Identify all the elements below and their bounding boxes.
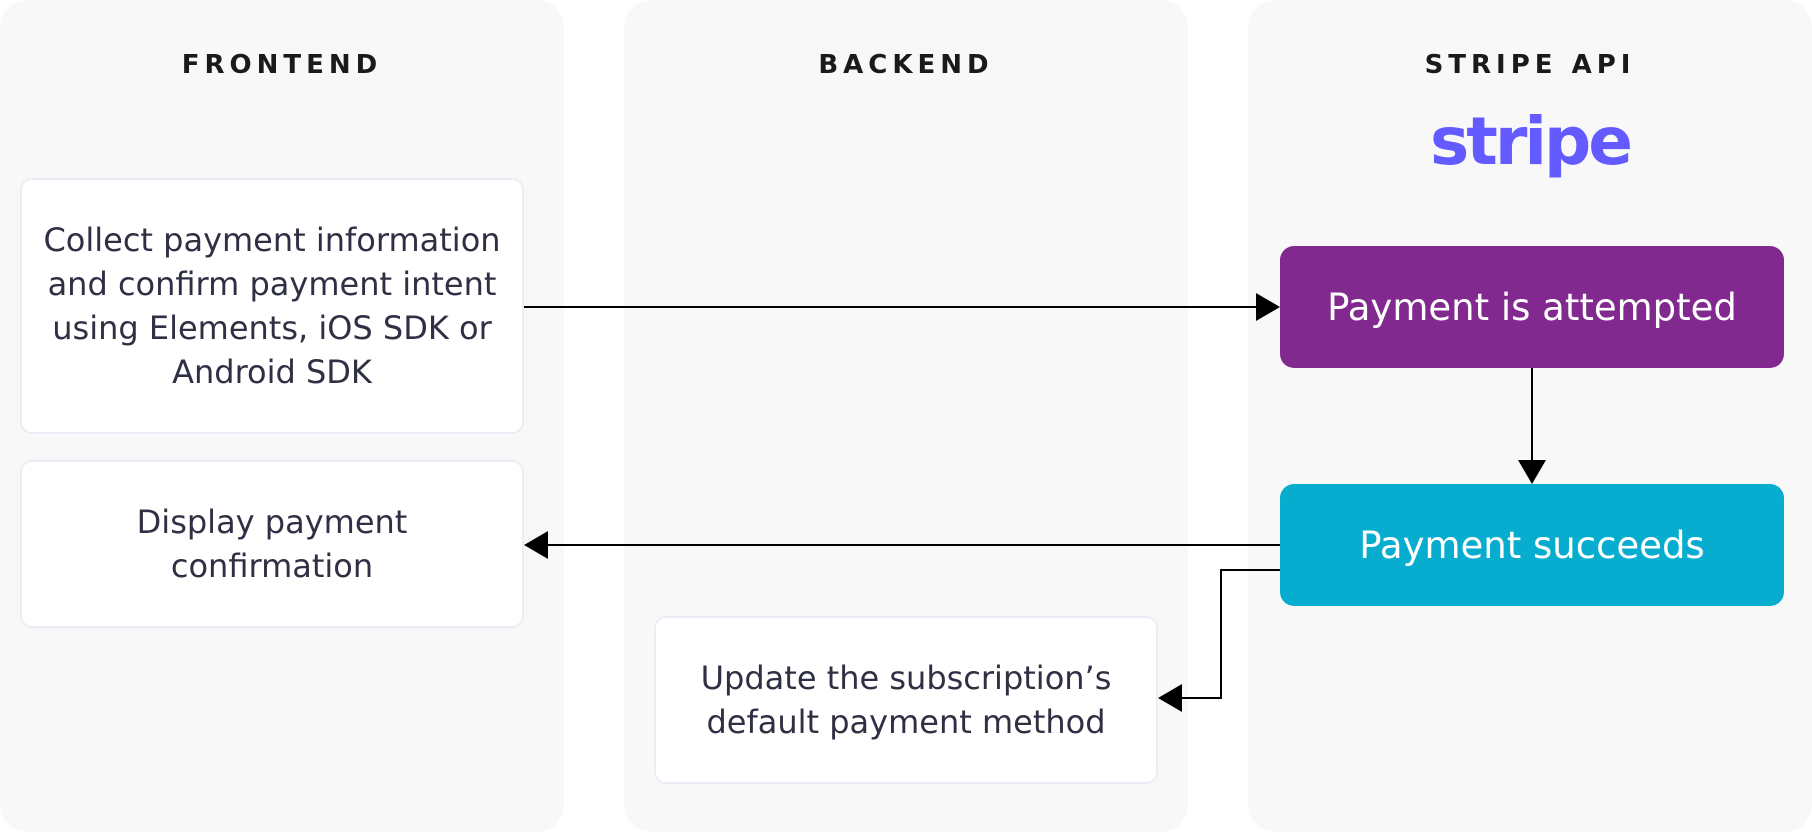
step-payment-attempted: Payment is attempted	[1280, 246, 1784, 368]
lane-title-frontend: FRONTEND	[181, 50, 383, 80]
stripe-logo: stripe	[1429, 103, 1633, 180]
step-payment-succeeds-label: Payment succeeds	[1359, 523, 1705, 567]
step-collect-payment-info-label: Collect payment information and confirm …	[43, 221, 501, 391]
step-display-payment-confirmation-label: Display payment confirmation	[136, 503, 408, 585]
arrow-succeeds-to-display	[524, 531, 1280, 559]
arrow-succeeds-to-update-subscription	[1158, 569, 1280, 712]
step-payment-attempted-label: Payment is attempted	[1327, 285, 1737, 329]
lane-title-stripe-api: STRIPE API	[1424, 50, 1636, 80]
arrow-attempted-to-succeeds	[1518, 368, 1546, 484]
lane-title-backend: BACKEND	[818, 50, 994, 80]
step-update-subscription-label: Update the subscription’s default paymen…	[700, 659, 1112, 741]
lane-stripe-api: STRIPE API stripe	[1248, 0, 1812, 832]
step-display-payment-confirmation: Display payment confirmation	[20, 460, 524, 628]
step-payment-succeeds: Payment succeeds	[1280, 484, 1784, 606]
step-update-subscription: Update the subscription’s default paymen…	[654, 616, 1158, 784]
step-collect-payment-info: Collect payment information and confirm …	[20, 178, 524, 434]
arrow-collect-to-attempted	[524, 293, 1280, 321]
